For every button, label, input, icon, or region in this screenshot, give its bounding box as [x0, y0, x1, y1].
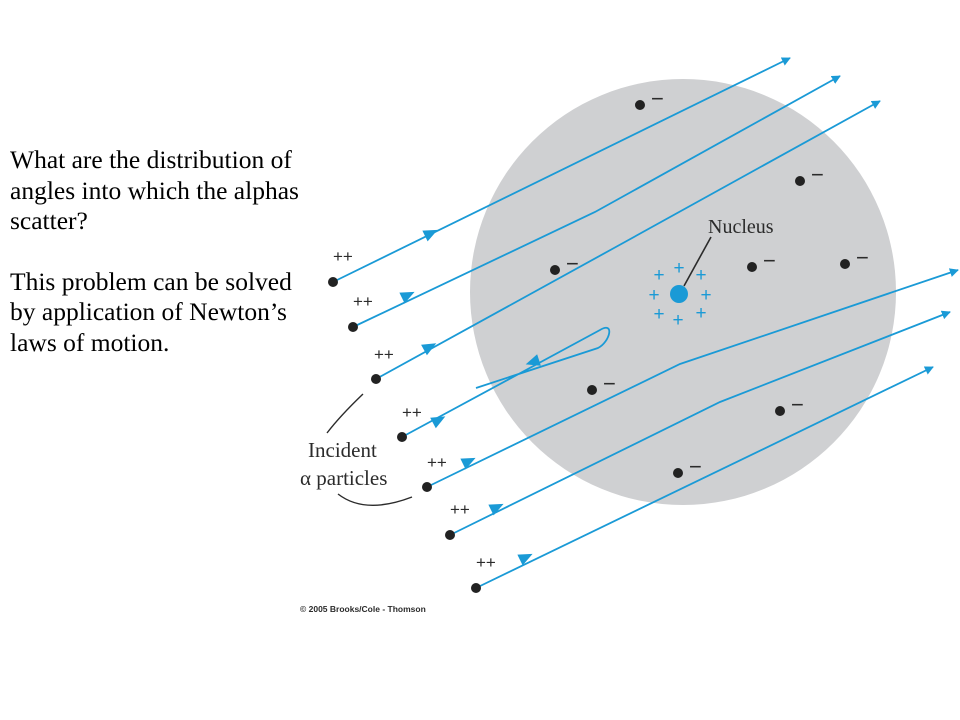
electron: −	[635, 86, 664, 111]
svg-text:−: −	[566, 251, 579, 276]
slide-text: What are the distribution of angles into…	[10, 145, 320, 358]
nucleus	[670, 285, 688, 303]
alpha-trajectory-1	[332, 57, 791, 283]
alpha-trajectory-3	[375, 100, 881, 380]
proton-charges: + + + + + + + +	[648, 258, 711, 331]
direction-arrow	[488, 503, 504, 516]
direction-arrow	[517, 553, 533, 566]
svg-text:++: ++	[353, 292, 373, 311]
alpha-trajectory-5	[426, 268, 959, 488]
svg-text:−: −	[763, 248, 776, 273]
direction-arrow	[430, 416, 446, 429]
statement-text: This problem can be solved by applicatio…	[10, 266, 292, 357]
svg-text:+: +	[700, 285, 711, 306]
alpha-particle: ++	[422, 453, 447, 492]
svg-text:++: ++	[333, 247, 353, 266]
svg-text:+: +	[672, 310, 683, 331]
incident-label-line1: Incident	[308, 438, 377, 462]
alpha-particle: ++	[371, 345, 394, 384]
direction-arrow	[422, 229, 438, 242]
svg-text:−: −	[856, 245, 869, 270]
svg-text:−: −	[689, 454, 702, 479]
svg-text:−: −	[791, 392, 804, 417]
alpha-trajectory-backscatter	[401, 327, 611, 438]
alpha-trajectory-6	[449, 310, 951, 536]
direction-arrow	[525, 354, 541, 366]
svg-text:++: ++	[402, 403, 422, 422]
electron: −	[587, 371, 616, 396]
alpha-particle: ++	[348, 292, 373, 332]
electron: −	[840, 245, 869, 270]
electron: −	[775, 392, 804, 417]
incident-label-leader-bottom	[337, 493, 413, 506]
electron: −	[747, 248, 776, 273]
nucleus-leader-line	[683, 236, 712, 287]
svg-text:+: +	[648, 285, 659, 306]
question-text: What are the distribution of angles into…	[10, 145, 299, 235]
incident-label-leader-top	[326, 393, 364, 434]
svg-text:−: −	[651, 86, 664, 111]
svg-text:+: +	[695, 265, 706, 286]
svg-text:++: ++	[374, 345, 394, 364]
electron: −	[673, 454, 702, 479]
alpha-trajectory-7	[475, 366, 934, 589]
direction-arrow	[399, 291, 415, 304]
copyright-text: © 2005 Brooks/Cole - Thomson	[300, 604, 426, 614]
svg-text:+: +	[695, 303, 706, 324]
svg-text:+: +	[653, 304, 664, 325]
svg-text:++: ++	[476, 553, 496, 572]
direction-arrow	[460, 457, 476, 470]
svg-text:−: −	[811, 162, 824, 187]
svg-text:−: −	[603, 371, 616, 396]
alpha-particle: ++	[328, 247, 353, 287]
alpha-particle: ++	[397, 403, 422, 442]
svg-text:++: ++	[427, 453, 447, 472]
alpha-particle: ++	[445, 500, 470, 540]
alpha-particle: ++	[471, 553, 496, 593]
electron: −	[795, 162, 824, 187]
alpha-trajectory-2	[352, 75, 841, 328]
incident-label-line2: α particles	[300, 466, 387, 490]
svg-text:++: ++	[450, 500, 470, 519]
svg-text:+: +	[673, 258, 684, 279]
nucleus-label: Nucleus	[708, 216, 774, 238]
direction-arrow	[421, 343, 437, 356]
svg-text:+: +	[653, 265, 664, 286]
